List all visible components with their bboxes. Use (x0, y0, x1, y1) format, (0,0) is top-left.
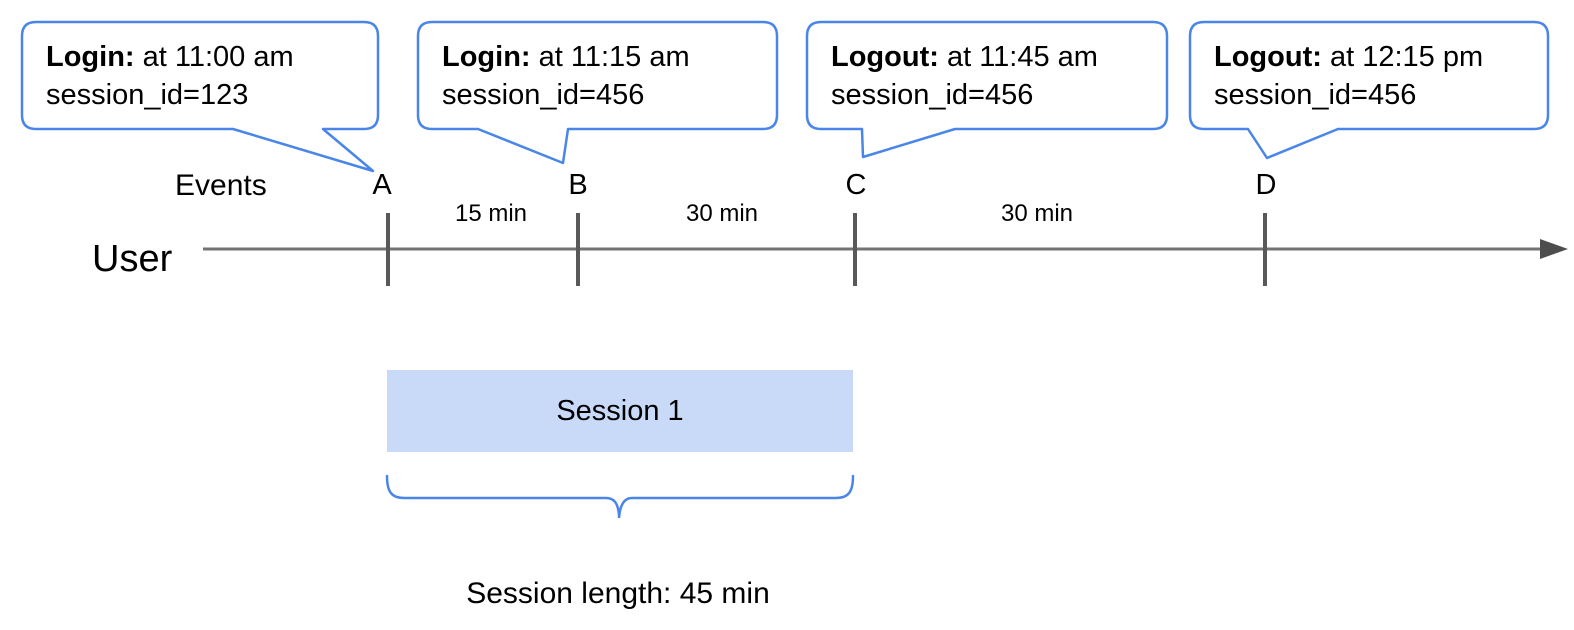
timeline-arrowhead-icon (1540, 239, 1568, 259)
callout-c-detail: at 11:45 am (946, 41, 1098, 73)
callout-c-session: session_id=456 (831, 79, 1034, 111)
callout-a-detail: at 11:00 am (142, 41, 294, 73)
marker-label-d: D (1255, 169, 1277, 201)
callout-b-detail: at 11:15 am (538, 41, 690, 73)
callout-d-event: Logout: (1214, 41, 1322, 73)
callout-d-detail: at 12:15 pm (1329, 41, 1484, 73)
callout-bubble-c (805, 20, 1169, 159)
marker-label-a: A (372, 169, 392, 201)
callout-a-event: Login: (46, 41, 135, 73)
session-box-label: Session 1 (556, 395, 684, 427)
interval-label-ab: 15 min (454, 200, 528, 227)
session-box (387, 370, 853, 452)
callout-bubble-a (20, 20, 380, 173)
callout-bubble-d (1188, 20, 1550, 160)
interval-label-bc: 30 min (685, 200, 759, 227)
callout-b-event: Login: (442, 41, 531, 73)
callout-text-a: Login: at 11:00 am session_id=123 (46, 38, 294, 114)
callout-bubble-b (416, 20, 779, 165)
callout-text-b: Login: at 11:15 am session_id=456 (442, 38, 690, 114)
callout-b-session: session_id=456 (442, 79, 645, 111)
callout-a-session: session_id=123 (46, 79, 249, 111)
callout-c-event: Logout: (831, 41, 939, 73)
interval-label-cd: 30 min (1000, 200, 1074, 227)
callout-text-d: Logout: at 12:15 pm session_id=456 (1214, 38, 1483, 114)
user-label: User (92, 238, 173, 280)
marker-label-b: B (568, 169, 588, 201)
session-brace (385, 474, 855, 519)
callout-text-c: Logout: at 11:45 am session_id=456 (831, 38, 1098, 114)
callout-d-session: session_id=456 (1214, 79, 1417, 111)
marker-label-c: C (845, 169, 867, 201)
events-label: Events (175, 169, 267, 202)
session-length-label: Session length: 45 min (466, 577, 770, 610)
